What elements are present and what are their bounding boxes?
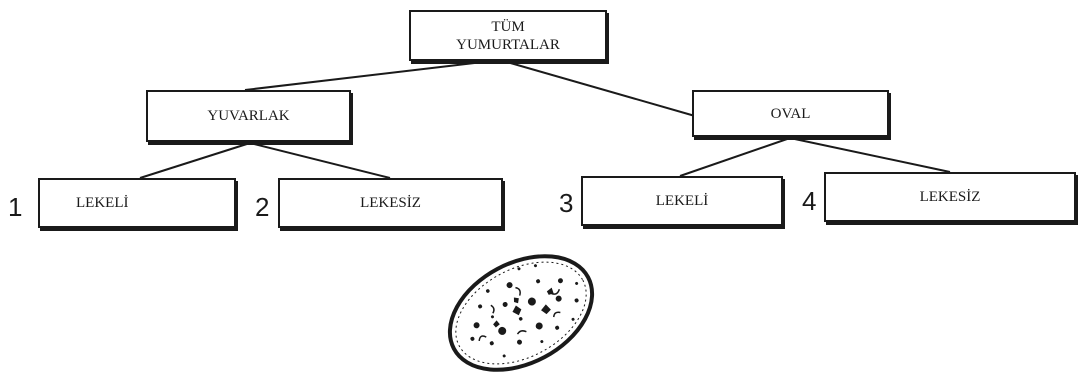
root-label-line1: TÜM — [491, 18, 525, 35]
leaf-number-3: 3 — [559, 188, 574, 218]
connector-yuvarlak-lekesiz — [249, 142, 391, 179]
leaf-number-2: 2 — [255, 192, 270, 222]
leaf-lekesiz-round: LEKESİZ — [278, 178, 503, 228]
connector-oval-lekeli — [679, 137, 791, 177]
connector-root-yuvarlak — [244, 59, 501, 91]
root-label-line2: YUMURTALAR — [456, 36, 560, 53]
node-oval: OVAL — [692, 90, 889, 137]
node-oval-label: OVAL — [770, 105, 811, 122]
leaf-lekesiz-oval-label: LEKESİZ — [919, 189, 981, 205]
leaf-number-4: 4 — [802, 186, 817, 216]
leaf-number-1: 1 — [8, 192, 23, 222]
leaf-lekeli-oval-label: LEKELİ — [655, 193, 709, 209]
leaf-lekesiz-round-label: LEKESİZ — [360, 195, 421, 211]
node-yuvarlak: YUVARLAK — [146, 90, 351, 142]
connector-oval-lekesiz — [789, 137, 951, 173]
node-yuvarlak-label: YUVARLAK — [207, 108, 290, 124]
connector-yuvarlak-lekeli — [139, 142, 251, 179]
root-node: TÜM YUMURTALAR — [409, 10, 607, 61]
leaf-lekesiz-oval: LEKESİZ — [824, 172, 1076, 222]
leaf-lekeli-oval: LEKELİ — [581, 176, 783, 226]
leaf-lekeli-round: LEKELİ — [38, 178, 236, 228]
connector-root-oval — [499, 59, 696, 117]
spotted-oval-egg-icon — [447, 254, 595, 372]
leaf-lekeli-round-label: LEKELİ — [76, 195, 129, 211]
